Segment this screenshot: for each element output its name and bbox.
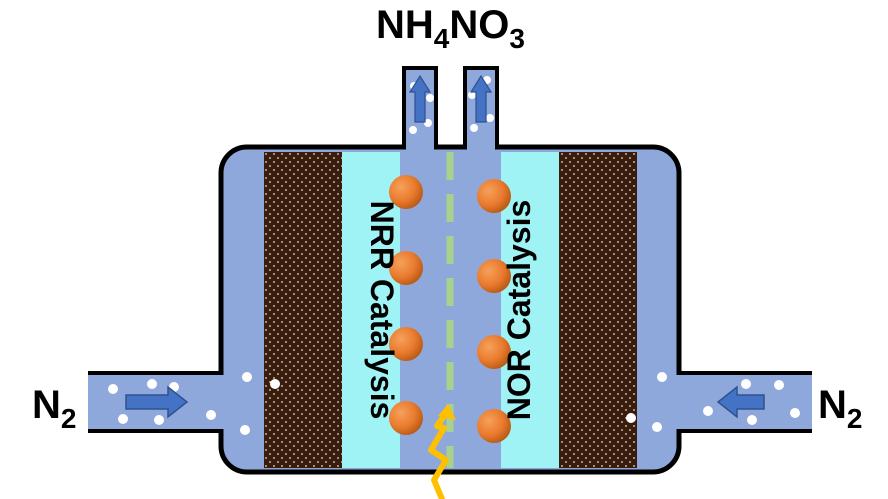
particle [389,175,423,209]
formula-part: NO [449,3,509,47]
gas-bubble-icon [154,415,164,425]
left-electrode [264,152,342,468]
left-catalysis-label: NRR Catalysis [364,201,400,420]
gas-bubble-icon [657,372,667,382]
right-catalyst-layer [501,152,559,468]
gas-bubble-icon [703,406,713,416]
gas-bubble-icon [206,410,216,420]
gas-bubble-icon [424,119,432,127]
gas-bubble-icon [468,91,476,99]
right-electrode [559,152,637,468]
gas-bubble-icon [626,413,636,423]
formula-subscript: 3 [509,23,525,54]
gas-bubble-icon [108,384,118,394]
particle [477,259,511,293]
gas-bubble-icon [270,379,280,389]
formula-subscript: 4 [434,23,450,54]
right-gas-label: N2 [818,383,862,434]
arrow-icon [125,385,189,419]
particle [477,335,511,369]
particle [389,251,423,285]
gas-subscript: 2 [847,403,863,434]
inlet-seam-right [672,375,684,429]
arrow-icon [408,74,432,123]
formula-part: NH [376,3,434,47]
lightning-icon [428,409,450,499]
outlet-seam-left [406,140,434,152]
gas-bubble-icon [242,372,252,382]
gas-bubble-icon [147,379,157,389]
outlet-seam-right [467,140,495,152]
right-catalysis-label: NOR Catalysis [501,200,537,421]
gas-bubble-icon [741,379,751,389]
gas-bubble-icon [409,126,417,134]
arrow-icon [469,74,493,123]
gas-bubble-icon [652,422,662,432]
particles [389,175,511,443]
top-formula-label: NH4NO3 [376,3,525,54]
gas-part: N [32,383,61,427]
gas-bubble-icon [747,415,757,425]
gas-bubble-icon [790,408,800,418]
gas-bubble-icon [486,114,494,122]
particle [389,401,423,435]
left-gas-label: N2 [32,383,76,434]
particle [389,327,423,361]
particle [477,409,511,443]
gas-bubble-icon [240,425,250,435]
gas-bubble-icon [118,414,128,424]
arrow-icon [716,385,765,419]
gas-part: N [818,383,847,427]
gas-bubble-icon [470,124,478,132]
lightning-arrowhead [438,404,456,420]
gas-bubble-icon [426,94,434,102]
inlet-seam-left [216,375,228,429]
particle [477,179,511,213]
gas-subscript: 2 [61,403,77,434]
gas-bubble-icon [774,380,784,390]
